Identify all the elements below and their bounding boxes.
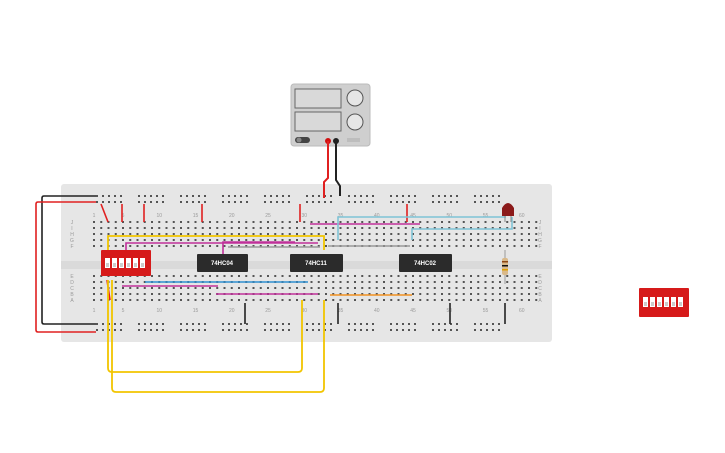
dip-switch-toggle[interactable] <box>106 263 109 267</box>
wires-gray[interactable] <box>228 245 410 248</box>
dip-switch-loose[interactable] <box>639 288 689 317</box>
row-letter: D <box>538 280 542 286</box>
chip-74hc02[interactable]: 74HC02 <box>399 254 452 272</box>
dip-switch-toggle[interactable] <box>672 302 675 306</box>
psu-knob-voltage[interactable] <box>346 89 364 107</box>
psu-knob-current[interactable] <box>346 113 364 131</box>
row-letter: B <box>70 292 74 298</box>
column-number: 1 <box>93 308 96 314</box>
row-letter: F <box>70 244 73 250</box>
wire-yellow-loop-1[interactable] <box>107 280 303 373</box>
row-letter: F <box>538 244 541 250</box>
wire-psu-negative[interactable] <box>335 141 341 196</box>
row-letter: J <box>71 220 74 226</box>
dip-switch-toggle[interactable] <box>120 263 123 267</box>
power-supply[interactable] <box>290 83 371 147</box>
dip-switch-toggle[interactable] <box>651 302 654 306</box>
wire-yellow-top[interactable] <box>107 235 325 250</box>
wires-blue[interactable] <box>145 216 513 283</box>
column-number: 5 <box>122 308 125 314</box>
led[interactable] <box>502 203 514 222</box>
row-letter: J <box>539 220 542 226</box>
dip-switch-toggle[interactable] <box>658 302 661 306</box>
column-number: 30 <box>301 213 307 219</box>
chip-74hc04[interactable]: 74HC04 <box>197 254 248 272</box>
row-letter: D <box>70 280 74 286</box>
wire-yellow-loop-2[interactable] <box>111 280 325 393</box>
column-number: 40 <box>374 308 380 314</box>
column-number: 1 <box>93 213 96 219</box>
wire-psu-positive[interactable] <box>323 141 329 198</box>
wires-black-bottom[interactable] <box>244 303 506 324</box>
wires-magenta[interactable] <box>122 223 420 295</box>
resistor[interactable] <box>502 250 508 284</box>
row-letter: G <box>538 238 542 244</box>
psu-display-bottom <box>294 111 342 132</box>
column-number: 25 <box>265 213 271 219</box>
column-number: 45 <box>410 308 416 314</box>
column-number: 15 <box>193 308 199 314</box>
dip-switch-toggle[interactable] <box>134 263 137 267</box>
dip-switch-toggle[interactable] <box>113 263 116 267</box>
column-number: 15 <box>193 213 199 219</box>
dip-switch-breadboard[interactable] <box>101 250 151 276</box>
row-letter: E <box>70 274 74 280</box>
column-number: 40 <box>374 213 380 219</box>
column-number: 20 <box>229 213 235 219</box>
dip-switch-toggle[interactable] <box>127 263 130 267</box>
column-number: 55 <box>483 308 489 314</box>
column-number: 10 <box>156 308 162 314</box>
dip-switch-toggle[interactable] <box>679 302 682 306</box>
row-letter: B <box>538 292 542 298</box>
row-letter: H <box>70 232 74 238</box>
breadboard-holes <box>93 195 538 331</box>
row-letter: E <box>538 274 542 280</box>
column-number: 45 <box>410 213 416 219</box>
column-number: 25 <box>265 308 271 314</box>
column-number: 30 <box>301 308 307 314</box>
chip-74hc11[interactable]: 74HC11 <box>290 254 343 272</box>
dip-switch-toggle[interactable] <box>665 302 668 306</box>
column-number: 5 <box>122 213 125 219</box>
dip-switch-toggle[interactable] <box>141 263 144 267</box>
row-letter: G <box>70 238 74 244</box>
row-letter: I <box>71 226 72 232</box>
column-number: 20 <box>229 308 235 314</box>
row-letter: A <box>538 298 542 304</box>
chip-label-1: 74HC04 <box>211 261 234 267</box>
row-letter: A <box>70 298 74 304</box>
row-letter: I <box>539 226 540 232</box>
column-number: 55 <box>483 213 489 219</box>
column-number: 35 <box>338 213 344 219</box>
psu-display-top <box>294 88 342 109</box>
wire-left-red[interactable] <box>35 201 96 333</box>
dip-switch-toggle[interactable] <box>644 302 647 306</box>
row-letter: C <box>538 286 542 292</box>
column-number: 10 <box>156 213 162 219</box>
column-number: 50 <box>446 213 452 219</box>
wire-left-black[interactable] <box>41 195 96 325</box>
chip-label-2: 74HC11 <box>305 261 327 267</box>
column-number: 35 <box>338 308 344 314</box>
row-letter: H <box>538 232 542 238</box>
column-number: 60 <box>519 213 525 219</box>
column-number: 60 <box>519 308 525 314</box>
chip-label-3: 74HC02 <box>414 261 437 267</box>
row-letter: C <box>70 286 74 292</box>
